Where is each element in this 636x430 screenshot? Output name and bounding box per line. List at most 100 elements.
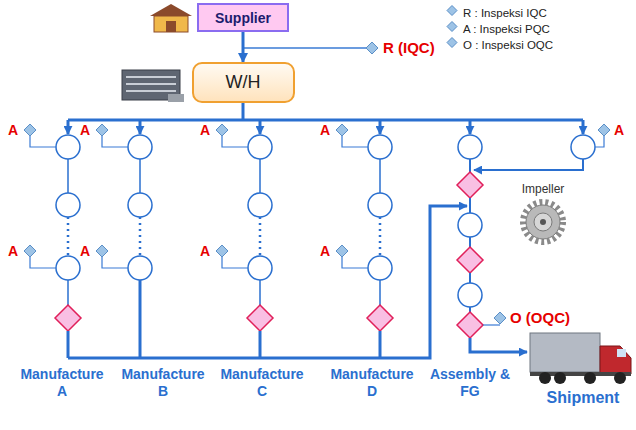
node-text: W/H bbox=[226, 72, 261, 93]
inspection-label: R (IQC) bbox=[383, 40, 435, 56]
flow-arrow bbox=[67, 120, 70, 134]
dotted-line bbox=[379, 217, 382, 256]
leader-line bbox=[222, 136, 248, 147]
process-circle bbox=[368, 135, 392, 159]
legend-text: O : Inspeksi OQC bbox=[463, 38, 553, 53]
flow-arrow bbox=[470, 338, 527, 352]
inspection-label: O (OQC) bbox=[510, 310, 570, 326]
barn-body bbox=[154, 16, 188, 32]
process-circle bbox=[248, 193, 272, 217]
inspection-label: A bbox=[200, 244, 210, 258]
process-circle bbox=[571, 135, 595, 159]
leader-line bbox=[483, 324, 500, 325]
barn-door bbox=[166, 21, 176, 32]
process-circle bbox=[56, 256, 80, 280]
leader-line bbox=[102, 257, 128, 268]
truck-wheel bbox=[539, 372, 551, 384]
flow-line bbox=[469, 237, 471, 247]
truck-trailer bbox=[530, 333, 600, 372]
process-circle bbox=[128, 193, 152, 217]
line-label: Manufacture D bbox=[327, 366, 417, 400]
legend-text: A : Inspeksi PQC bbox=[463, 22, 550, 37]
flow-line bbox=[379, 331, 382, 358]
inspection-marker bbox=[366, 42, 378, 54]
leader-line bbox=[102, 136, 128, 147]
flow-line bbox=[67, 331, 70, 358]
supplier-box: Supplier bbox=[197, 3, 289, 32]
line-label: Manufacture B bbox=[118, 366, 208, 400]
flow-line bbox=[67, 280, 69, 305]
node-text: Supplier bbox=[215, 10, 271, 26]
leader-line bbox=[30, 257, 56, 268]
inspection-diamond bbox=[367, 305, 393, 331]
flow-line bbox=[259, 331, 262, 358]
flow-line bbox=[139, 159, 141, 193]
legend-marker bbox=[447, 38, 457, 48]
inspection-marker bbox=[336, 124, 348, 136]
leader-line bbox=[222, 257, 248, 268]
inspection-diamond bbox=[55, 305, 81, 331]
inspection-diamond bbox=[457, 247, 483, 273]
server-slot bbox=[126, 90, 176, 92]
flow-arrow bbox=[139, 120, 142, 134]
process-circle bbox=[56, 135, 80, 159]
inspection-label: A bbox=[8, 244, 18, 258]
truck-wheel bbox=[614, 372, 626, 384]
flow-line bbox=[68, 119, 583, 122]
inspection-label: A bbox=[320, 244, 330, 258]
flow-line bbox=[67, 159, 69, 193]
inspection-label: A bbox=[614, 123, 624, 137]
impeller-hub bbox=[534, 213, 552, 231]
inspection-marker bbox=[24, 124, 36, 136]
flow-arrow bbox=[259, 120, 262, 134]
leader-line bbox=[30, 136, 56, 147]
line-label: Manufacture C bbox=[217, 366, 307, 400]
flow-arrow bbox=[379, 120, 382, 134]
process-circle bbox=[248, 135, 272, 159]
flow-line bbox=[259, 280, 261, 305]
shipment-label: Shipment bbox=[533, 389, 633, 407]
impeller-hole bbox=[540, 219, 546, 225]
flow-arrow bbox=[474, 159, 583, 170]
line-label: Assembly & FG bbox=[425, 366, 515, 400]
truck-wheel bbox=[584, 372, 596, 384]
flow-arrow bbox=[68, 206, 467, 358]
flow-line bbox=[242, 103, 245, 120]
part-name: Impeller bbox=[503, 182, 583, 196]
leader-line bbox=[595, 136, 604, 147]
process-circle bbox=[368, 256, 392, 280]
flow-line bbox=[379, 280, 381, 305]
process-circle bbox=[458, 135, 482, 159]
inspection-marker bbox=[216, 124, 228, 136]
leader-line bbox=[342, 136, 368, 147]
flow-line bbox=[469, 273, 471, 283]
legend-marker bbox=[447, 6, 457, 16]
inspection-label: A bbox=[8, 123, 18, 137]
inspection-marker bbox=[598, 124, 610, 136]
inspection-label: A bbox=[80, 244, 90, 258]
flow-arrow bbox=[469, 120, 472, 134]
inspection-label: A bbox=[200, 123, 210, 137]
flow-line bbox=[469, 159, 471, 172]
warehouse-box: W/H bbox=[192, 62, 295, 103]
barn-roof bbox=[150, 4, 192, 16]
legend-text: R : Inspeksi IQC bbox=[463, 6, 547, 21]
truck-window bbox=[617, 349, 626, 357]
flow-line bbox=[469, 198, 471, 213]
process-circle bbox=[368, 193, 392, 217]
server-slot bbox=[126, 83, 176, 85]
process-circle bbox=[248, 256, 272, 280]
inspection-diamond bbox=[247, 305, 273, 331]
inspection-marker bbox=[96, 245, 108, 257]
process-circle bbox=[128, 135, 152, 159]
inspection-marker bbox=[24, 245, 36, 257]
inspection-marker bbox=[494, 312, 506, 324]
impeller-teeth bbox=[523, 202, 563, 242]
dotted-line bbox=[259, 217, 262, 256]
dotted-line bbox=[67, 217, 70, 256]
inspection-label: A bbox=[80, 123, 90, 137]
inspection-marker bbox=[216, 245, 228, 257]
leader-line bbox=[342, 257, 368, 268]
inspection-marker bbox=[336, 245, 348, 257]
